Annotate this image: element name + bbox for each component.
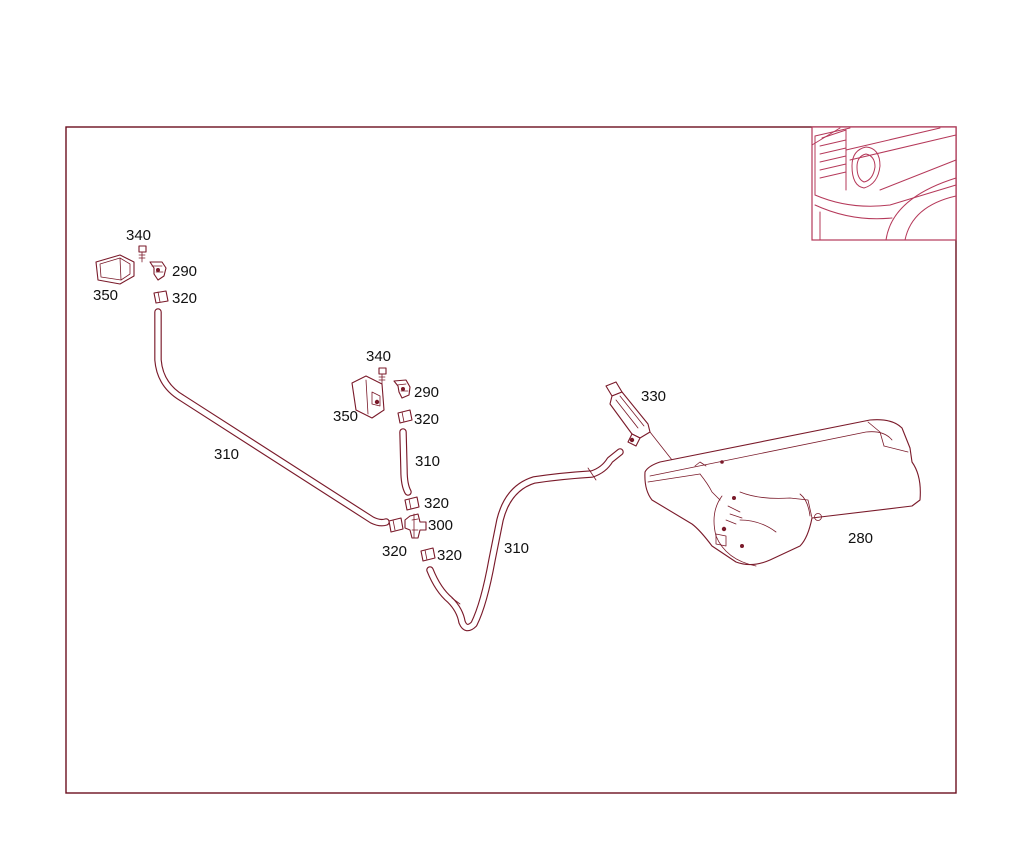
hose-left-310 bbox=[154, 308, 390, 527]
callout-290-left: 290 bbox=[172, 263, 197, 280]
tee-clamp-320-top bbox=[404, 496, 420, 511]
mid-screw-340 bbox=[378, 367, 387, 385]
left-elbow-290 bbox=[149, 261, 167, 281]
callout-320-tee-bottom: 320 bbox=[437, 547, 462, 564]
callout-340-left: 340 bbox=[126, 227, 151, 244]
callout-310-left: 310 bbox=[214, 446, 239, 463]
hose-right-310 bbox=[426, 448, 624, 632]
callout-280-tank: 280 bbox=[848, 530, 873, 547]
callout-340-mid: 340 bbox=[366, 348, 391, 365]
mid-clamp-320 bbox=[397, 409, 413, 424]
callout-310-right: 310 bbox=[504, 540, 529, 557]
mid-nozzle-housing-350 bbox=[351, 375, 385, 419]
callout-310-mid: 310 bbox=[415, 453, 440, 470]
callout-320-mid: 320 bbox=[414, 411, 439, 428]
callout-290-mid: 290 bbox=[414, 384, 439, 401]
callout-350-mid: 350 bbox=[333, 408, 358, 425]
callout-300-tee: 300 bbox=[428, 517, 453, 534]
pump-330 bbox=[605, 381, 725, 527]
callout-350-left: 350 bbox=[93, 287, 118, 304]
left-clamp-320 bbox=[153, 290, 169, 304]
left-screw-340 bbox=[138, 245, 147, 263]
mid-elbow-290 bbox=[393, 379, 411, 399]
callout-330-pump: 330 bbox=[641, 388, 666, 405]
hose-mid-310 bbox=[399, 428, 412, 496]
diagram-frame bbox=[65, 126, 957, 794]
callout-320-tee-left: 320 bbox=[382, 543, 407, 560]
vehicle-front-inset bbox=[811, 126, 957, 241]
callout-320-tee-top: 320 bbox=[424, 495, 449, 512]
washer-tank-280 bbox=[644, 419, 921, 567]
left-nozzle-housing-350 bbox=[95, 254, 135, 285]
tee-connector-300 bbox=[404, 513, 427, 539]
tee-clamp-320-bottom bbox=[420, 547, 436, 562]
tee-clamp-320-left bbox=[388, 517, 404, 533]
callout-320-left: 320 bbox=[172, 290, 197, 307]
